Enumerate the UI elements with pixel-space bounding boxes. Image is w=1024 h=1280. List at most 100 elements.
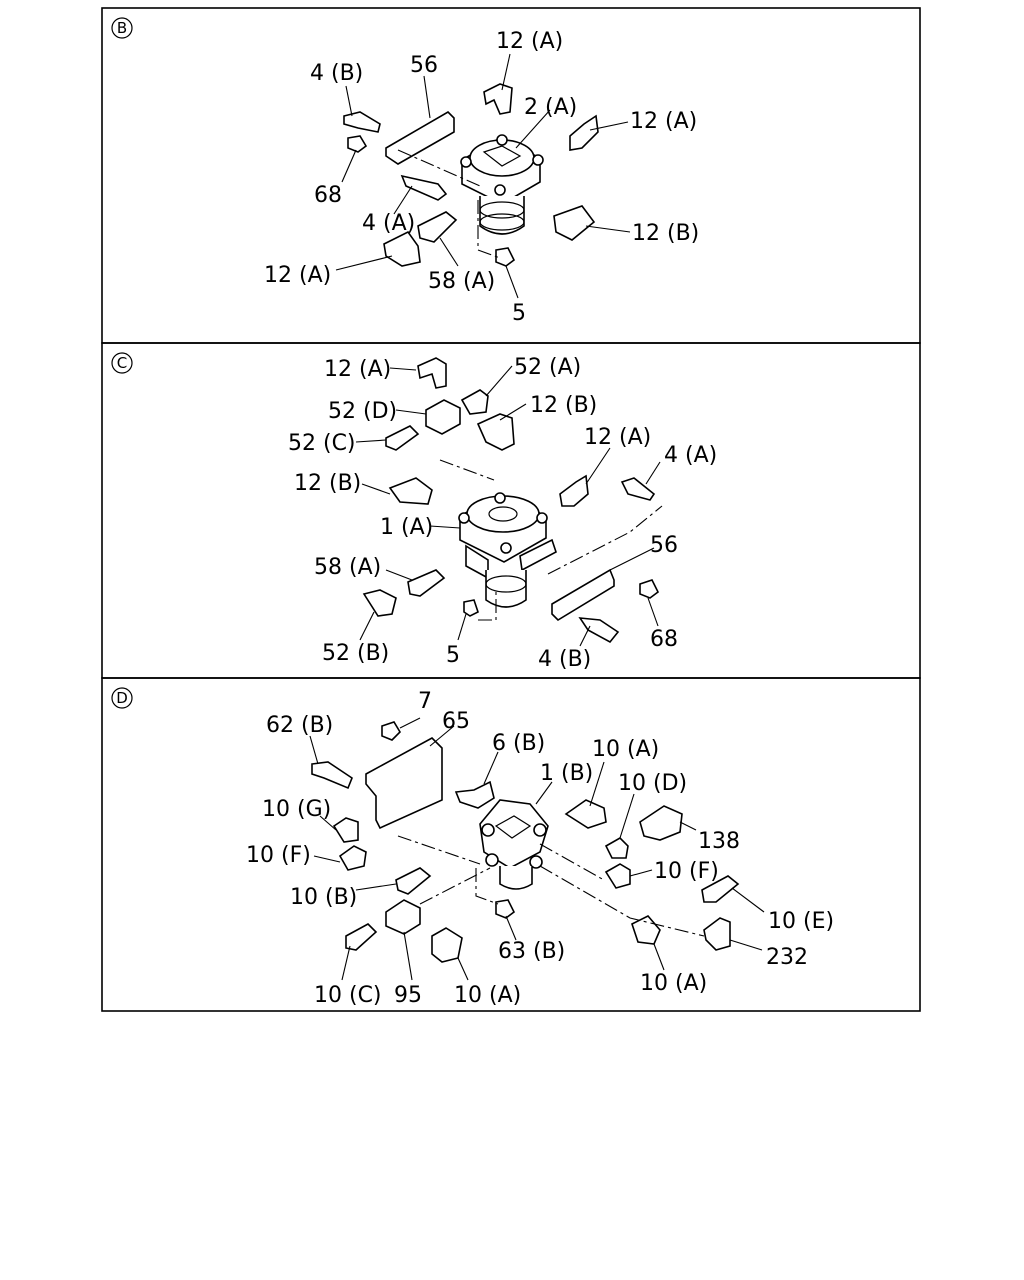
bracket-65 bbox=[365, 737, 443, 830]
fitting-10e bbox=[701, 875, 740, 903]
label-52a: 52 (A) bbox=[514, 355, 581, 380]
block-52d bbox=[425, 399, 461, 435]
relay-valve-1a bbox=[458, 492, 557, 608]
fitting-10b bbox=[395, 867, 432, 895]
fitting-52a bbox=[460, 389, 489, 415]
label-10g: 10 (G) bbox=[262, 797, 331, 822]
fitting-138 bbox=[639, 805, 683, 841]
nut-7 bbox=[381, 721, 402, 741]
elbow-52b bbox=[362, 589, 397, 617]
label-58a: 58 (A) bbox=[428, 269, 495, 294]
label-56: 56 bbox=[650, 533, 678, 558]
panel-d: D bbox=[101, 677, 921, 1012]
label-10e: 10 (E) bbox=[768, 909, 834, 934]
label-63b: 63 (B) bbox=[498, 939, 565, 964]
panel-b: B bbox=[101, 7, 921, 344]
nipple-58a bbox=[407, 569, 446, 597]
relay-valve-1b bbox=[479, 799, 549, 890]
label-1a: 1 (A) bbox=[380, 515, 433, 540]
label-68: 68 bbox=[314, 183, 342, 208]
label-12b: 12 (B) bbox=[294, 471, 361, 496]
label-10b: 10 (B) bbox=[290, 885, 357, 910]
bolt-62b bbox=[311, 761, 353, 790]
label-10a: 10 (A) bbox=[640, 971, 707, 996]
fitting-12b-left bbox=[388, 477, 433, 505]
label-58a: 58 (A) bbox=[314, 555, 381, 580]
fitting-52c bbox=[385, 425, 420, 451]
label-12a: 12 (A) bbox=[264, 263, 331, 288]
label-52c: 52 (C) bbox=[288, 431, 356, 456]
panel-b-marker: B bbox=[111, 17, 133, 39]
bolt-6b bbox=[454, 780, 495, 809]
fitting-10f-left bbox=[338, 845, 367, 871]
label-95: 95 bbox=[394, 983, 422, 1008]
fitting-10g bbox=[332, 817, 359, 843]
fitting-12a-top bbox=[417, 357, 447, 389]
fitting-12a-top bbox=[483, 83, 513, 115]
fitting-12b bbox=[553, 205, 596, 241]
label-56: 56 bbox=[410, 53, 438, 78]
label-10a: 10 (A) bbox=[592, 737, 659, 762]
label-68: 68 bbox=[650, 627, 678, 652]
label-10f: 10 (F) bbox=[246, 843, 311, 868]
nut-5 bbox=[495, 247, 516, 267]
fitting-12a-left bbox=[383, 230, 421, 267]
label-62b: 62 (B) bbox=[266, 713, 333, 738]
label-12b: 12 (B) bbox=[530, 393, 597, 418]
svg-text:D: D bbox=[116, 689, 128, 707]
label-10f: 10 (F) bbox=[654, 859, 719, 884]
svg-text:C: C bbox=[117, 354, 127, 372]
label-12a: 12 (A) bbox=[584, 425, 651, 450]
bolt-4b bbox=[578, 617, 620, 644]
fitting-10c bbox=[345, 923, 378, 951]
label-7: 7 bbox=[418, 689, 432, 714]
fitting-10d bbox=[604, 837, 629, 859]
elbow-10a-bottom bbox=[431, 927, 463, 963]
block-95 bbox=[385, 899, 421, 935]
label-10c: 10 (C) bbox=[314, 983, 382, 1008]
label-6b: 6 (B) bbox=[492, 731, 545, 756]
label-1b: 1 (B) bbox=[540, 761, 593, 786]
label-12b: 12 (B) bbox=[632, 221, 699, 246]
label-2a: 2 (A) bbox=[524, 95, 577, 120]
svg-text:B: B bbox=[117, 19, 127, 37]
panel-d-marker: D bbox=[111, 687, 133, 709]
panel-c-marker: C bbox=[111, 352, 133, 374]
bolt-4b bbox=[343, 111, 381, 133]
bracket-56 bbox=[385, 110, 455, 165]
fitting-12a-right bbox=[559, 474, 589, 507]
label-12a: 12 (A) bbox=[630, 109, 697, 134]
nut-5 bbox=[463, 599, 479, 617]
nut-63b bbox=[495, 899, 516, 919]
label-12a: 12 (A) bbox=[324, 357, 391, 382]
label-52d: 52 (D) bbox=[328, 399, 397, 424]
nut-68 bbox=[639, 579, 660, 599]
fitting-10a-top bbox=[564, 799, 607, 829]
label-5: 5 bbox=[446, 643, 460, 668]
label-4a: 4 (A) bbox=[362, 211, 415, 236]
label-12a: 12 (A) bbox=[496, 29, 563, 54]
fitting-10a-right bbox=[631, 915, 661, 945]
fitting-12a-right bbox=[569, 114, 599, 151]
label-4b: 4 (B) bbox=[310, 61, 363, 86]
label-10d: 10 (D) bbox=[618, 771, 687, 796]
bracket-56 bbox=[551, 568, 615, 622]
label-232: 232 bbox=[766, 945, 808, 970]
fitting-12b-top bbox=[476, 413, 515, 451]
label-138: 138 bbox=[698, 829, 740, 854]
panel-d-frame bbox=[101, 677, 921, 1012]
bolt-4a bbox=[400, 174, 448, 201]
bolt-4a bbox=[620, 477, 656, 501]
label-52b: 52 (B) bbox=[322, 641, 389, 666]
fitting-10f-right bbox=[604, 863, 631, 889]
tee-232 bbox=[703, 917, 731, 951]
nipple-58a bbox=[417, 211, 458, 243]
relay-valve-2a bbox=[460, 134, 544, 235]
nut-68 bbox=[347, 135, 368, 153]
label-4a: 4 (A) bbox=[664, 443, 717, 468]
label-10a: 10 (A) bbox=[454, 983, 521, 1008]
label-4b: 4 (B) bbox=[538, 647, 591, 672]
label-5: 5 bbox=[512, 301, 526, 326]
panel-c: C bbox=[101, 342, 921, 679]
